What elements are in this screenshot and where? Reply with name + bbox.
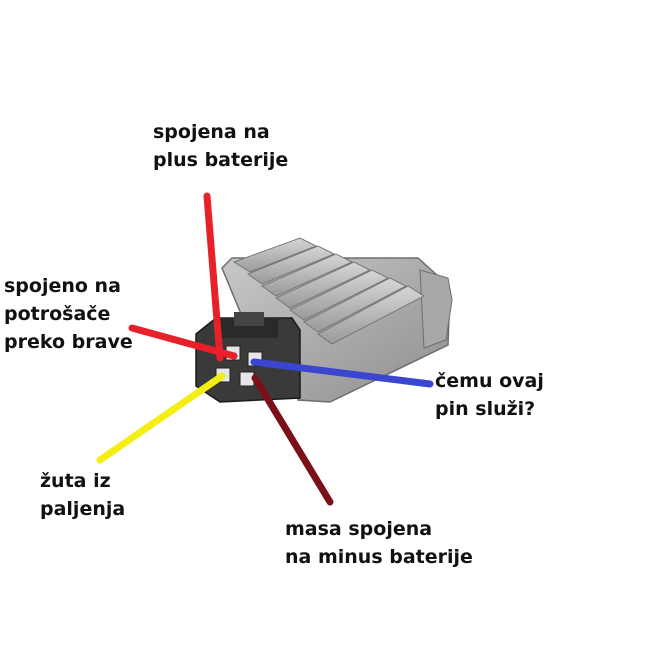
label-line: plus baterije: [153, 149, 289, 171]
label-line: potrošače: [4, 303, 111, 325]
potrosace-pointer-line: [128, 324, 238, 360]
cemu-pointer-line: [250, 358, 434, 388]
label-line: spojeno na: [4, 275, 121, 297]
label-plus-baterije: spojena na plus baterije: [153, 118, 288, 174]
regulator-device: [195, 237, 453, 403]
label-potrosace: spojeno na potrošače preko brave: [4, 272, 133, 356]
connector-block: [195, 312, 301, 403]
cooling-fins: [232, 237, 426, 345]
label-zuta-paljenja: žuta iz paljenja: [40, 467, 125, 523]
label-cemu-pin: čemu ovaj pin služi?: [435, 367, 544, 423]
label-line: žuta iz: [40, 470, 111, 492]
label-line: čemu ovaj: [435, 370, 544, 392]
label-masa-minus: masa spojena na minus baterije: [285, 515, 473, 571]
plus-pointer-line: [203, 192, 224, 362]
label-line: na minus baterije: [285, 546, 473, 568]
label-line: paljenja: [40, 498, 126, 520]
masa-pointer-line: [251, 374, 334, 506]
mounting-tab: [419, 269, 453, 349]
label-line: masa spojena: [285, 518, 433, 540]
label-line: preko brave: [4, 331, 133, 353]
label-line: spojena na: [153, 121, 270, 143]
zuta-pointer-line: [96, 372, 226, 464]
label-line: pin služi?: [435, 398, 536, 420]
